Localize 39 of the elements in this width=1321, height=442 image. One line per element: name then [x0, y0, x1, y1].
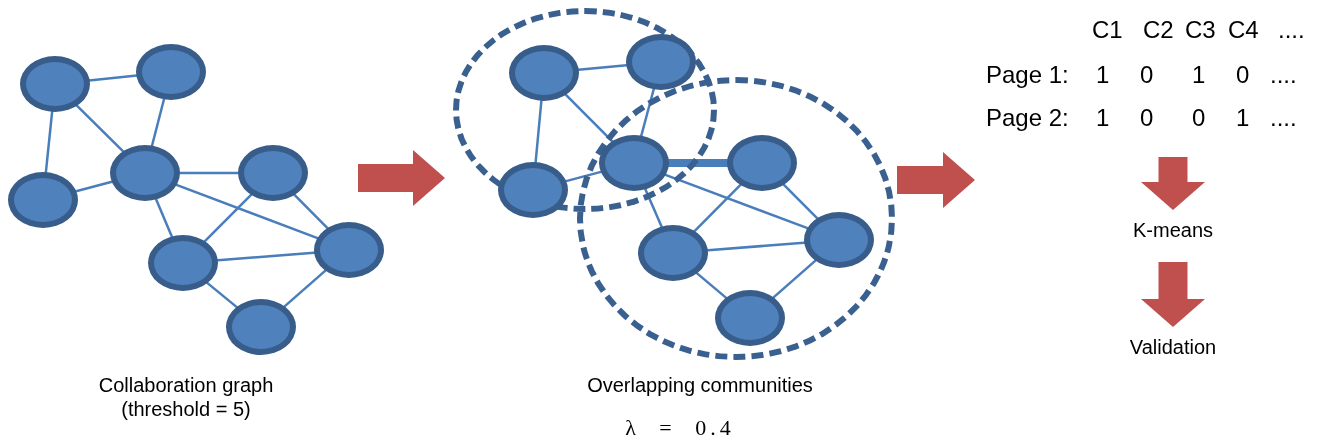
- graph-node: [638, 225, 708, 281]
- graph-node: [226, 299, 296, 355]
- caption: Overlapping communities: [587, 373, 813, 397]
- table-value: ....: [1270, 60, 1297, 90]
- graph-edge: [666, 159, 730, 167]
- graph-node: [804, 212, 874, 268]
- table-value: 1: [1096, 103, 1110, 133]
- table-value: 0: [1140, 60, 1154, 90]
- column-header: C4: [1228, 15, 1259, 45]
- graph-node: [599, 135, 669, 191]
- parameter-label: λ = 0.4: [625, 414, 735, 442]
- graph-node: [314, 222, 384, 278]
- community-ellipse: [577, 76, 895, 360]
- caption: Collaboration graph (threshold = 5): [97, 373, 275, 421]
- graph-node: [110, 145, 180, 201]
- graph-edge: [73, 179, 115, 194]
- step-label: K-means: [1123, 218, 1223, 242]
- column-header: C2: [1143, 15, 1174, 45]
- table-value: 0: [1140, 103, 1154, 133]
- graph-node: [715, 290, 785, 346]
- block-arrow: [1141, 262, 1205, 327]
- graph-node: [626, 34, 696, 90]
- column-header: ....: [1278, 15, 1305, 45]
- table-value: ....: [1270, 103, 1297, 133]
- table-value: 0: [1236, 60, 1250, 90]
- graph-node: [148, 235, 218, 291]
- row-header: Page 2:: [986, 103, 1069, 133]
- table-value: 1: [1192, 60, 1206, 90]
- table-value: 1: [1096, 60, 1110, 90]
- column-header: C1: [1092, 15, 1123, 45]
- graph-edge: [177, 171, 241, 175]
- row-header: Page 1:: [986, 60, 1069, 90]
- graph-edge: [204, 280, 240, 310]
- block-arrow: [1141, 157, 1205, 210]
- graph-node: [498, 162, 568, 218]
- table-value: 0: [1192, 103, 1206, 133]
- table-value: 1: [1236, 103, 1250, 133]
- column-header: C3: [1185, 15, 1216, 45]
- step-label: Validation: [1118, 335, 1228, 359]
